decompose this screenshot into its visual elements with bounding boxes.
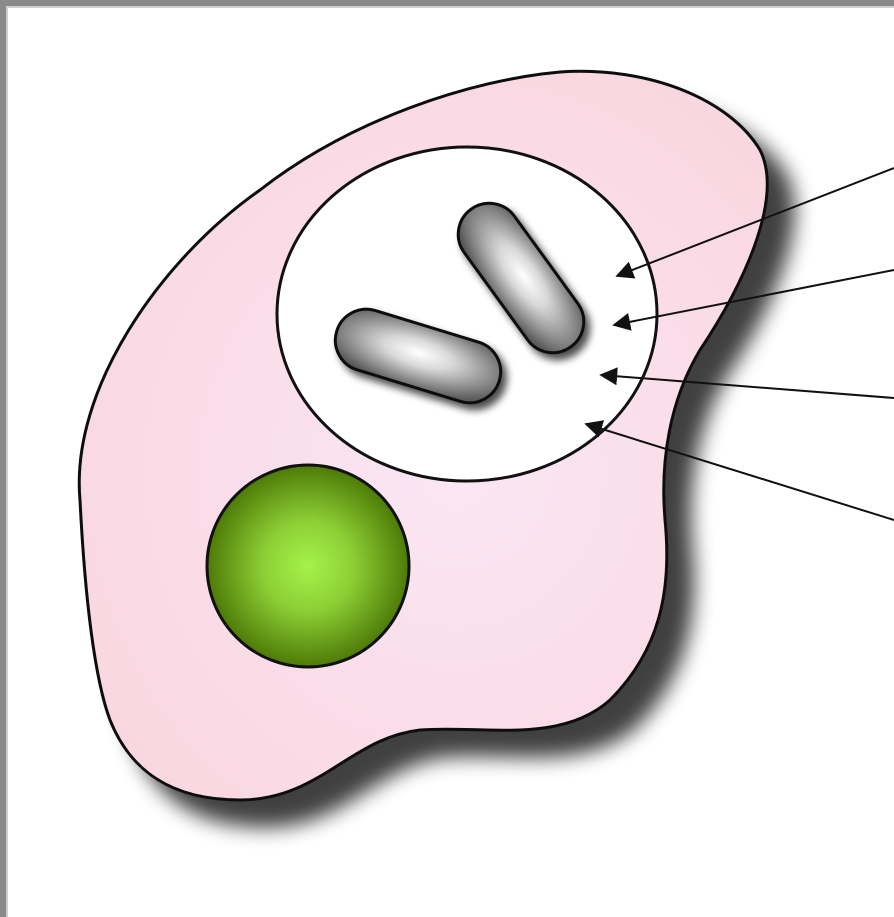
organelle-icon [207,465,409,667]
vacuole-icon [277,147,657,481]
